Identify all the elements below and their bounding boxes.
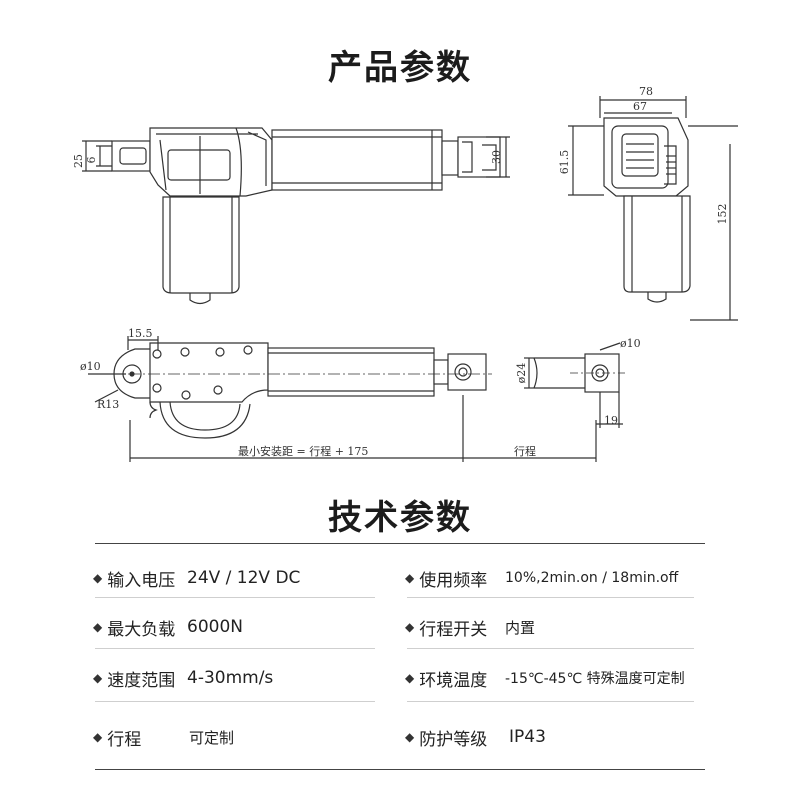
dim-30: 30	[490, 150, 503, 164]
tech-params-title: 技术参数	[328, 498, 472, 538]
spec-limit-switch: ◆ 行程开关 内置	[405, 618, 536, 640]
table-top-rule	[95, 543, 705, 544]
dim-phi24: ø24	[515, 363, 528, 384]
row-separator	[407, 648, 694, 649]
actuator-top-view	[88, 336, 597, 462]
dim-61-5: 61.5	[558, 150, 571, 175]
row-separator	[95, 701, 375, 702]
actuator-end-view	[568, 96, 738, 321]
bullet-icon: ◆	[405, 730, 415, 744]
dim-6: 6	[85, 157, 98, 164]
row-separator	[407, 597, 694, 598]
table-bottom-rule	[95, 769, 705, 770]
spec-stroke: ◆ 行程 可定制	[93, 728, 235, 750]
bullet-icon: ◆	[405, 620, 415, 634]
spec-duty-cycle: ◆ 使用频率 10%,2min.on / 18min.off	[405, 570, 679, 591]
bullet-icon: ◆	[93, 730, 103, 744]
dim-phi10-a: ø10	[80, 360, 101, 373]
dim-78: 78	[639, 85, 653, 98]
spec-ambient-temp: ◆ 环境温度 -15℃-45℃ 特殊温度可定制	[405, 670, 685, 691]
row-separator	[95, 597, 375, 598]
dim-67: 67	[633, 100, 647, 113]
dim-15-5: 15.5	[128, 327, 153, 340]
spec-protection-class: ◆ 防护等级 IP43	[405, 727, 546, 750]
rod-end-detail-view	[524, 342, 625, 428]
spec-max-load: ◆ 最大负载 6000N	[93, 617, 243, 640]
dim-r13: R13	[97, 398, 119, 411]
spec-input-voltage: ◆ 输入电压 24V / 12V DC	[93, 568, 301, 591]
row-separator	[407, 701, 694, 702]
bullet-icon: ◆	[93, 620, 103, 634]
actuator-side-view	[82, 127, 510, 305]
row-separator	[95, 648, 375, 649]
product-params-title: 产品参数	[328, 48, 472, 88]
dim-phi10-b: ø10	[620, 337, 641, 350]
bullet-icon: ◆	[93, 571, 103, 585]
dim-152: 152	[716, 204, 729, 225]
bullet-icon: ◆	[405, 571, 415, 585]
dim-min-install: 最小安装距 = 行程 + 175	[238, 444, 368, 458]
actuator-technical-drawing: 25 6 30 78 67 61.5 152 15.5 ø10 R13 ø24 …	[72, 85, 738, 462]
dim-25: 25	[72, 154, 85, 168]
bullet-icon: ◆	[405, 671, 415, 685]
dim-19: 19	[604, 414, 618, 427]
dim-stroke: 行程	[514, 445, 536, 458]
spec-speed-range: ◆ 速度范围 4-30mm/s	[93, 668, 274, 691]
bullet-icon: ◆	[93, 671, 103, 685]
